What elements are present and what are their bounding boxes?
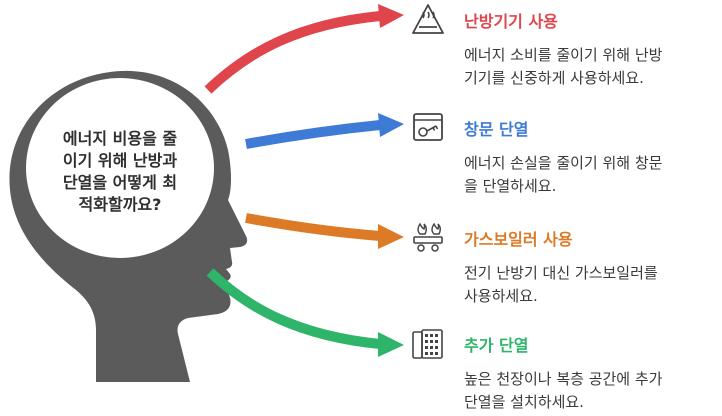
question-line: 적화할까요? (78, 195, 162, 214)
head-inner-circle (26, 78, 214, 258)
question-line: 이기 위해 난방과 (62, 151, 178, 170)
desc-line: 높은 천장이나 복층 공간에 추가 (464, 370, 663, 388)
insulation-panel-icon (410, 326, 446, 362)
desc-line: 사용하세요. (464, 287, 538, 305)
arrow-window (245, 113, 404, 149)
item-description: 전기 난방기 대신 가스보일러를 사용하세요. (464, 262, 722, 308)
item-title: 난방기기 사용 (464, 12, 558, 31)
arrow-insulation (206, 268, 404, 357)
arrow-heating (204, 4, 404, 94)
question-line: 단열을 어떻게 최 (62, 173, 178, 192)
desc-line: 을 단열하세요. (464, 177, 557, 195)
desc-line: 전기 난방기 대신 가스보일러를 (464, 264, 658, 282)
central-question: 에너지 비용을 줄 이기 위해 난방과 단열을 어떻게 최 적화할까요? (40, 128, 200, 216)
arrow-gas (245, 213, 404, 249)
desc-line: 단열을 설치하세요. (464, 393, 584, 411)
desc-line: 에너지 소비를 줄이기 위해 난방 (464, 46, 663, 64)
gas-burner-icon (410, 220, 446, 256)
heater-icon (410, 2, 446, 38)
desc-line: 기기를 신중하게 사용하세요. (464, 69, 644, 87)
item-title: 추가 단열 (464, 336, 529, 355)
item-description: 에너지 소비를 줄이기 위해 난방 기기를 신중하게 사용하세요. (464, 44, 722, 90)
item-title: 가스보일러 사용 (464, 230, 573, 249)
item-description: 높은 천장이나 복층 공간에 추가 단열을 설치하세요. (464, 368, 722, 414)
window-key-icon (410, 110, 446, 146)
question-line: 에너지 비용을 줄 (62, 129, 178, 148)
desc-line: 에너지 손실을 줄이기 위해 창문 (464, 154, 663, 172)
item-title: 창문 단열 (464, 120, 529, 139)
item-description: 에너지 손실을 줄이기 위해 창문 을 단열하세요. (464, 152, 722, 198)
